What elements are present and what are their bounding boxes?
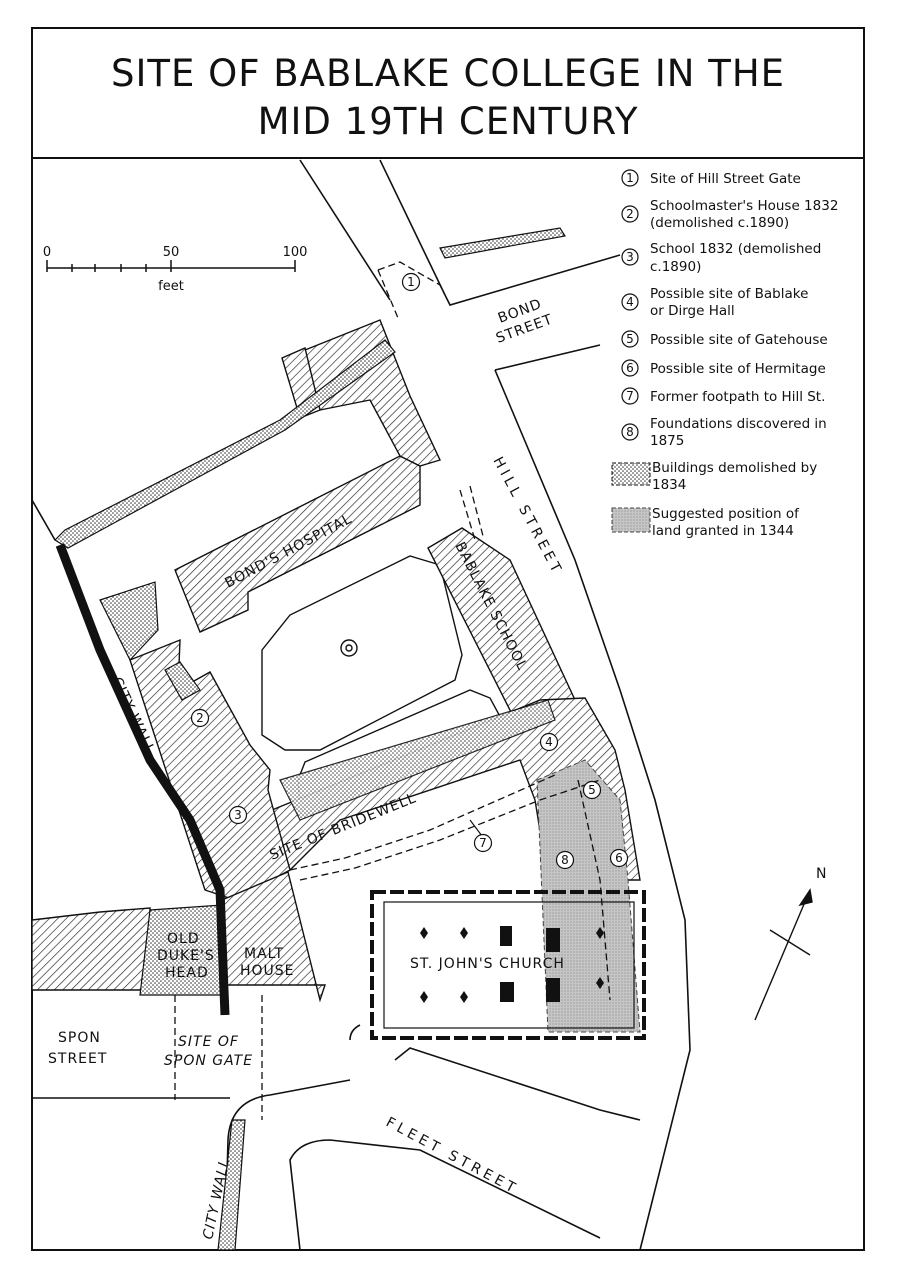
legend-item-8-line-2: 1875: [650, 433, 684, 449]
map-number-markers: [190, 272, 629, 870]
legend-item-4-line-2: or Dirge Hall: [650, 303, 735, 319]
scale-tick-0: 0: [43, 245, 51, 260]
map-number-4: 4: [545, 735, 553, 749]
legend: 1 2 3 4 5 6 7 8 Site of Hill Street Gate…: [611, 169, 838, 539]
label-st-johns-church: ST. JOHN'S CHURCH: [410, 956, 565, 972]
scale-tick-100: 100: [283, 245, 308, 260]
legend-item-1-line-1: Site of Hill Street Gate: [650, 171, 801, 187]
legend-item-2-line-2: (demolished c.1890): [650, 215, 789, 231]
legend-swatch-granted: [611, 507, 651, 533]
label-old-dukes-head-3: HEAD: [165, 965, 209, 981]
map-number-3: 3: [234, 808, 242, 822]
demolished-buildings: [54, 227, 566, 1251]
legend-num-7: 7: [626, 389, 634, 403]
map-number-2: 2: [196, 711, 204, 725]
label-malt-house-1: MALT: [244, 946, 284, 962]
label-malt-house-2: HOUSE: [240, 963, 295, 979]
map-number-5: 5: [588, 783, 596, 797]
map-title-line-1: SITE OF BABLAKE COLLEGE IN THE: [111, 52, 785, 95]
legend-swatch-demolished: [611, 462, 651, 486]
street-outlines: [31, 159, 691, 1251]
legend-item-5-line-1: Possible site of Gatehouse: [650, 332, 828, 348]
label-old-dukes-head-2: DUKE'S: [157, 948, 215, 964]
legend-item-6-line-1: Possible site of Hermitage: [650, 361, 826, 377]
legend-item-2-line-1: Schoolmaster's House 1832: [650, 198, 838, 214]
map-title-line-2: MID 19TH CENTURY: [258, 100, 639, 143]
legend-item-8-line-1: Foundations discovered in: [650, 416, 827, 432]
north-label: N: [816, 866, 827, 882]
outer-frame: [31, 27, 865, 1251]
north-arrow: [754, 888, 813, 1021]
map-number-1: 1: [407, 275, 415, 289]
church-outline: [370, 890, 646, 1040]
church-pillars: [420, 926, 604, 1003]
legend-markers: [621, 169, 639, 441]
scale-bar: [46, 260, 296, 272]
legend-item-3-line-1: School 1832 (demolished: [650, 241, 821, 257]
label-fleet-street: FLEET STREET: [383, 1114, 521, 1198]
granted-land-area: [536, 759, 641, 1033]
legend-num-1: 1: [626, 171, 634, 185]
city-wall-line: [55, 543, 230, 1016]
scale-tick-50: 50: [163, 245, 180, 260]
label-old-dukes-head-1: OLD: [167, 931, 200, 947]
label-spon-street-1: SPON: [58, 1030, 101, 1046]
legend-demolished-line-2: 1834: [652, 477, 686, 493]
legend-item-3-line-2: c.1890): [650, 259, 701, 275]
legend-num-8: 8: [626, 425, 634, 439]
legend-demolished-line-1: Buildings demolished by: [652, 460, 817, 476]
map-number-7: 7: [479, 836, 487, 850]
legend-granted-line-2: land granted in 1344: [652, 523, 794, 539]
legend-num-4: 4: [626, 295, 634, 309]
scale-unit: feet: [158, 279, 184, 294]
legend-item-7-line-1: Former footpath to Hill St.: [650, 389, 825, 405]
legend-granted-line-1: Suggested position of: [652, 506, 800, 522]
legend-num-6: 6: [626, 361, 634, 375]
label-site-of-spon-gate-1: SITE OF: [178, 1034, 239, 1050]
legend-item-4-line-1: Possible site of Bablake: [650, 286, 808, 302]
legend-num-2: 2: [626, 207, 634, 221]
legend-num-5: 5: [626, 332, 634, 346]
label-site-of-spon-gate-2: SPON GATE: [164, 1053, 253, 1069]
map-number-6: 6: [615, 851, 623, 865]
map-number-8: 8: [561, 853, 569, 867]
label-spon-street-2: STREET: [48, 1051, 107, 1067]
legend-num-3: 3: [626, 250, 634, 264]
dashed-lines: [174, 261, 611, 1120]
